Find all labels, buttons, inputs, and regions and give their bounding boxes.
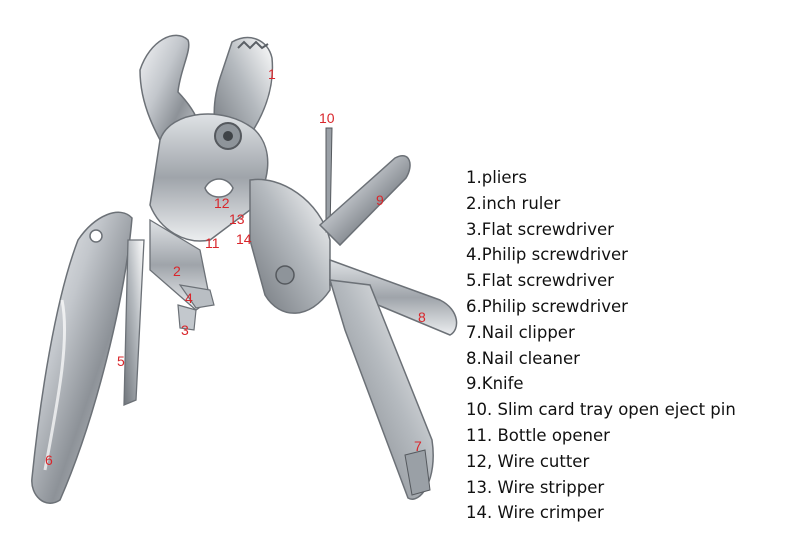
feature-item: 13. Wire stripper (466, 477, 605, 497)
callout-5: 5 (117, 353, 125, 369)
callout-3: 3 (181, 322, 189, 338)
callout-2: 2 (173, 263, 181, 279)
left-handle (31, 211, 133, 504)
feature-item: 7.Nail clipper (466, 322, 575, 342)
feature-item: 6.Philip screwdriver (466, 296, 628, 316)
feature-item: 11. Bottle opener (466, 425, 610, 445)
philip-screwdriver-4 (178, 284, 215, 309)
callout-1: 1 (268, 66, 276, 82)
callout-13: 13 (229, 211, 245, 227)
callout-8: 8 (418, 309, 426, 325)
feature-item: 5.Flat screwdriver (466, 271, 614, 291)
callout-4: 4 (185, 290, 193, 306)
callout-7: 7 (414, 438, 422, 454)
pivot-body (149, 113, 269, 242)
bottle-opener-hole (204, 178, 234, 198)
flat-screwdriver-5 (123, 239, 145, 406)
flat-screwdriver-3 (177, 304, 197, 331)
feature-item: 14. Wire crimper (466, 503, 604, 523)
feature-item: 2.inch ruler (466, 193, 561, 213)
pliers-teeth (237, 40, 269, 50)
feature-list: 1.pliers 2.inch ruler 3.Flat screwdriver… (466, 165, 736, 526)
callout-12: 12 (214, 195, 230, 211)
right-joint (249, 178, 331, 314)
feature-item: 9.Knife (466, 374, 524, 394)
callout-9: 9 (376, 192, 384, 208)
feature-item: 8.Nail cleaner (466, 348, 580, 368)
feature-item: 1.pliers (466, 168, 527, 187)
callout-10: 10 (319, 110, 335, 126)
feature-item: 10. Slim card tray open eject pin (466, 400, 736, 420)
feature-item: 4.Philip screwdriver (466, 245, 628, 265)
knife-blade (318, 155, 411, 247)
feature-item: 12, Wire cutter (466, 451, 590, 471)
feature-item: 3.Flat screwdriver (466, 219, 614, 239)
callout-6: 6 (45, 452, 53, 468)
nail-cleaner (329, 258, 458, 336)
callout-11: 11 (205, 235, 220, 251)
callout-14: 14 (236, 231, 252, 247)
